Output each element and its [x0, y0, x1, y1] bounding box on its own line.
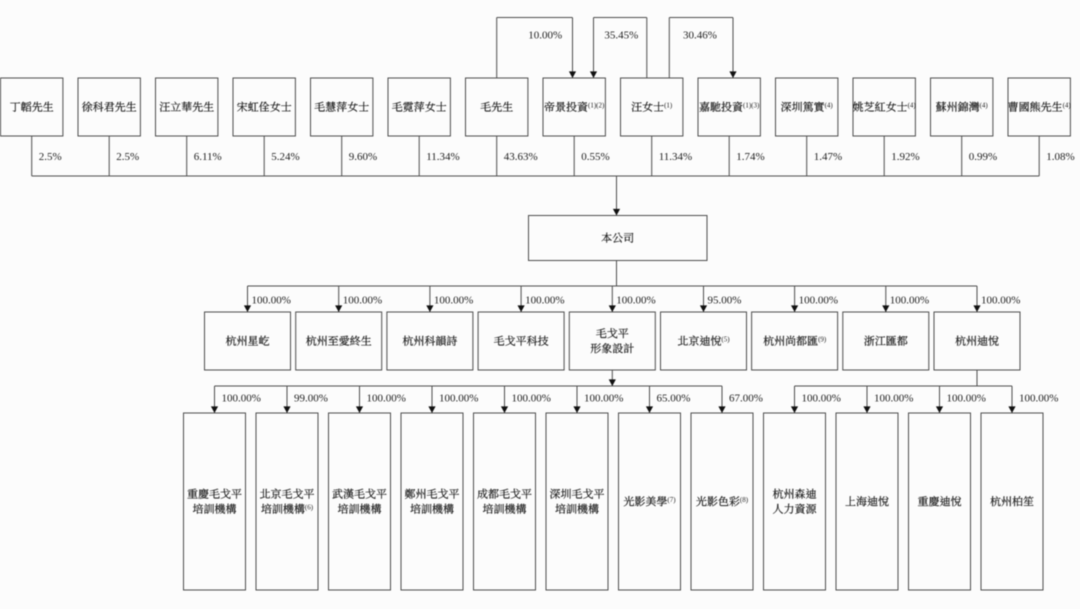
svg-text:100.00%: 100.00% — [981, 295, 1020, 307]
svg-text:(4): (4) — [908, 101, 917, 109]
svg-text:10.00%: 10.00% — [528, 30, 562, 42]
svg-text:(5): (5) — [721, 335, 730, 343]
svg-text:99.00%: 99.00% — [294, 393, 328, 405]
svg-text:30.46%: 30.46% — [683, 30, 717, 42]
svg-text:11.34%: 11.34% — [426, 151, 460, 163]
svg-text:100.00%: 100.00% — [525, 295, 564, 307]
svg-text:6.11%: 6.11% — [194, 151, 222, 163]
svg-text:(4): (4) — [1063, 101, 1072, 109]
svg-text:0.55%: 0.55% — [581, 151, 609, 163]
svg-text:1.08%: 1.08% — [1046, 151, 1074, 163]
svg-text:(1): (1) — [664, 101, 673, 109]
svg-text:11.34%: 11.34% — [659, 151, 693, 163]
svg-text:9.60%: 9.60% — [349, 151, 377, 163]
svg-text:65.00%: 65.00% — [657, 393, 691, 405]
svg-text:100.00%: 100.00% — [512, 393, 551, 405]
svg-text:(6): (6) — [305, 503, 314, 511]
svg-text:100.00%: 100.00% — [343, 295, 382, 307]
svg-text:100.00%: 100.00% — [799, 295, 838, 307]
svg-text:100.00%: 100.00% — [947, 393, 986, 405]
svg-text:100.00%: 100.00% — [802, 393, 841, 405]
svg-text:43.63%: 43.63% — [504, 151, 538, 163]
svg-text:35.45%: 35.45% — [604, 30, 638, 42]
svg-text:100.00%: 100.00% — [252, 295, 291, 307]
svg-text:1.92%: 1.92% — [891, 151, 919, 163]
svg-text:(1)(2): (1)(2) — [588, 101, 605, 109]
svg-text:1.47%: 1.47% — [814, 151, 842, 163]
svg-text:5.24%: 5.24% — [271, 151, 299, 163]
svg-text:(4): (4) — [825, 101, 834, 109]
svg-text:100.00%: 100.00% — [616, 295, 655, 307]
svg-text:100.00%: 100.00% — [367, 393, 406, 405]
svg-text:67.00%: 67.00% — [729, 393, 763, 405]
svg-text:100.00%: 100.00% — [434, 295, 473, 307]
svg-text:100.00%: 100.00% — [222, 393, 261, 405]
svg-text:100.00%: 100.00% — [890, 295, 929, 307]
svg-text:2.5%: 2.5% — [116, 151, 139, 163]
svg-text:100.00%: 100.00% — [1019, 393, 1058, 405]
svg-text:2.5%: 2.5% — [39, 151, 62, 163]
svg-text:(7): (7) — [667, 496, 676, 504]
svg-text:100.00%: 100.00% — [874, 393, 913, 405]
svg-text:95.00%: 95.00% — [708, 295, 742, 307]
svg-text:0.99%: 0.99% — [969, 151, 997, 163]
svg-text:100.00%: 100.00% — [584, 393, 623, 405]
svg-text:(4): (4) — [980, 101, 989, 109]
svg-text:100.00%: 100.00% — [439, 393, 478, 405]
svg-text:(9): (9) — [818, 335, 827, 343]
svg-text:1.74%: 1.74% — [736, 151, 764, 163]
svg-text:(8): (8) — [740, 496, 749, 504]
svg-text:(1)(3): (1)(3) — [743, 101, 760, 109]
